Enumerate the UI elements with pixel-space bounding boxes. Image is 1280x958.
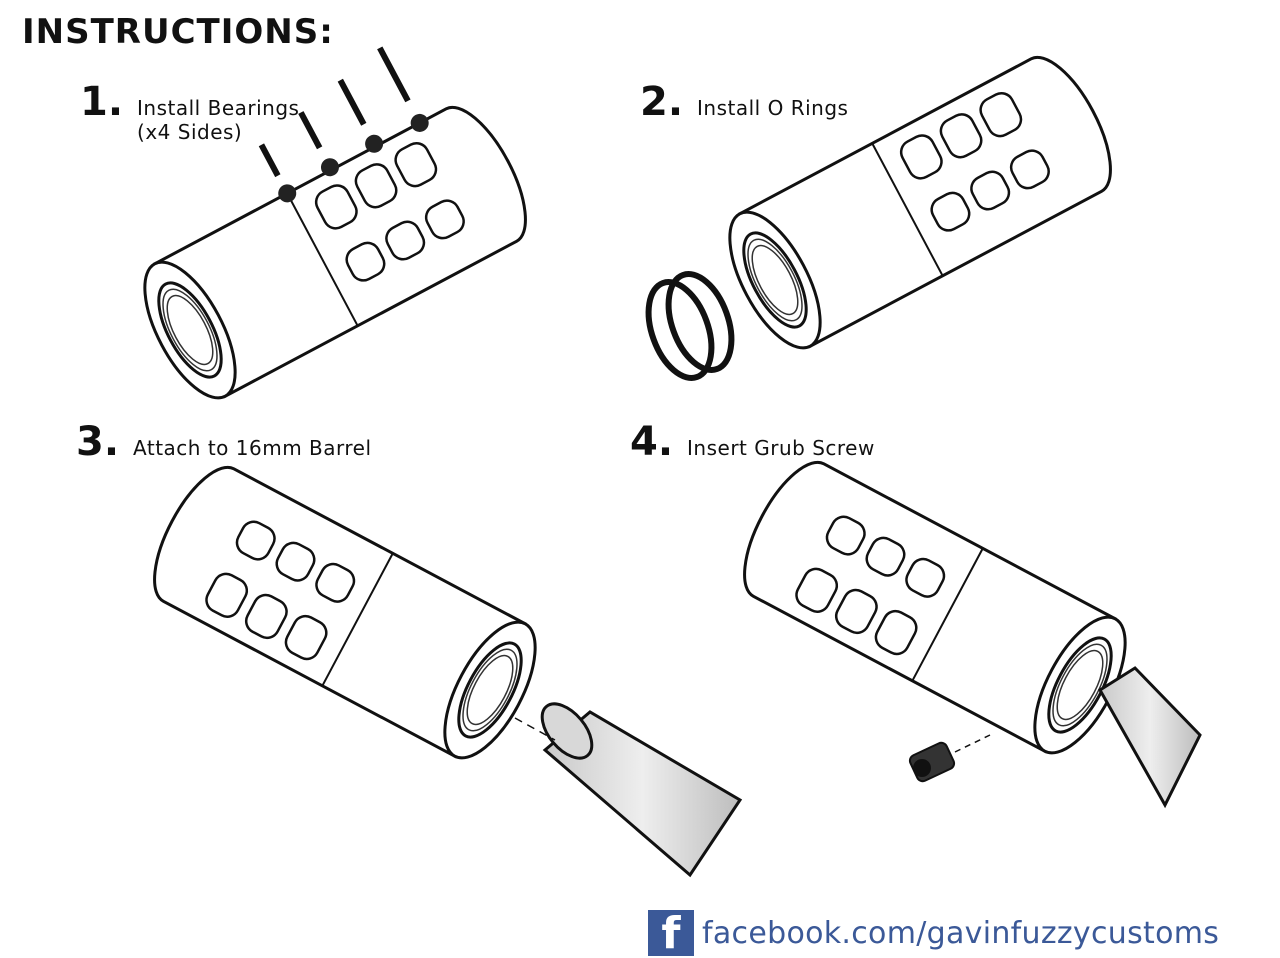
step-3: 3. Attach to 16mm Barrel (76, 422, 372, 462)
step-2: 2. Install O Rings (640, 82, 848, 122)
step-number: 1. (80, 79, 124, 125)
o-rings (645, 271, 735, 381)
step-number: 3. (76, 419, 120, 465)
barrel (1097, 666, 1202, 809)
step-text-line: Insert Grub Screw (687, 436, 875, 460)
step-text: Install O Rings (697, 96, 848, 120)
step-number: 2. (640, 79, 684, 125)
step-text: Attach to 16mm Barrel (133, 436, 372, 460)
step-text-line: Install Bearings (137, 96, 300, 120)
page-title: INSTRUCTIONS: (22, 12, 334, 52)
facebook-icon[interactable]: f (648, 910, 694, 956)
step-number: 4. (630, 419, 674, 465)
grub-screw (908, 741, 956, 783)
step-text-line: Install O Rings (697, 96, 849, 120)
step-text: Insert Grub Screw (687, 436, 875, 460)
step-4: 4. Insert Grub Screw (630, 422, 875, 462)
step-3-illustration (135, 453, 555, 773)
footer: f facebook.com/gavinfuzzycustoms (648, 908, 1219, 958)
step-text-line: Attach to 16mm Barrel (133, 436, 372, 460)
step-1-illustration (125, 46, 545, 413)
step-text: Install Bearings (x4 Sides) (137, 96, 299, 144)
step-2-illustration (710, 43, 1130, 363)
step-text-line: (x4 Sides) (137, 120, 243, 144)
barrel (540, 702, 743, 878)
facebook-url-link[interactable]: facebook.com/gavinfuzzycustoms (702, 915, 1220, 951)
step-4-illustration (725, 448, 1145, 768)
step-1: 1. Install Bearings (x4 Sides) (80, 82, 299, 144)
